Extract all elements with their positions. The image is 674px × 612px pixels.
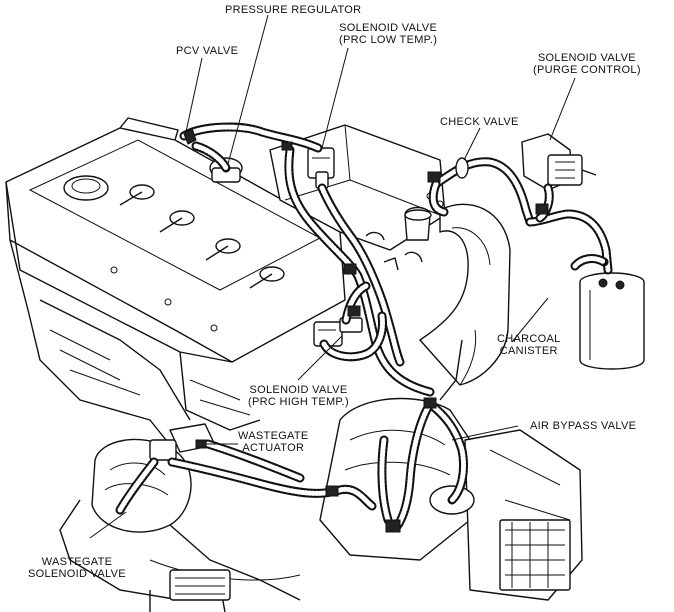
- charcoal-canister-shape: [579, 272, 645, 370]
- label-air-bypass-valve: AIR BYPASS VALVE: [530, 420, 636, 432]
- label-charcoal-canister-line2: CANISTER: [499, 345, 558, 357]
- valve-cover: [5, 117, 346, 363]
- label-pcv-valve-text: PCV VALVE: [176, 45, 239, 57]
- label-solenoid-prc-high: SOLENOID VALVE (PRC HIGH TEMP.): [248, 384, 349, 408]
- label-wastegate-actuator-line1: WASTEGATE: [238, 430, 309, 442]
- label-wastegate-actuator: WASTEGATE ACTUATOR: [238, 430, 309, 454]
- label-solenoid-prc-low-line1: SOLENOID VALVE: [339, 22, 438, 34]
- label-check-valve: CHECK VALVE: [440, 116, 519, 128]
- label-check-valve-text: CHECK VALVE: [440, 116, 519, 128]
- label-solenoid-prc-low: SOLENOID VALVE (PRC LOW TEMP.): [339, 22, 437, 46]
- purge-solenoid-shape: [521, 133, 597, 191]
- label-pressure-regulator-text: PRESSURE REGULATOR: [225, 4, 362, 16]
- label-wastegate-solenoid-line2: SOLENOID VALVE: [28, 568, 126, 580]
- leader-lines: [89, 14, 576, 539]
- label-solenoid-prc-low-line2: (PRC LOW TEMP.): [339, 34, 438, 46]
- label-charcoal-canister: CHARCOAL CANISTER: [497, 333, 561, 357]
- label-charcoal-canister-line1: CHARCOAL: [497, 333, 561, 345]
- label-air-bypass-valve-text: AIR BYPASS VALVE: [530, 420, 637, 432]
- label-wastegate-solenoid-line1: WASTEGATE: [41, 556, 113, 568]
- label-pressure-regulator: PRESSURE REGULATOR: [225, 4, 361, 16]
- vacuum-hoses: [115, 122, 613, 533]
- intercooler-assembly: [319, 397, 583, 601]
- label-pcv-valve: PCV VALVE: [176, 45, 238, 57]
- label-wastegate-solenoid: WASTEGATE SOLENOID VALVE: [28, 556, 126, 580]
- label-solenoid-purge-line2: (PURGE CONTROL): [533, 64, 641, 76]
- label-solenoid-purge-line1: SOLENOID VALVE: [537, 52, 636, 64]
- label-solenoid-purge: SOLENOID VALVE (PURGE CONTROL): [533, 52, 641, 76]
- hose-fittings: [183, 127, 549, 533]
- label-solenoid-prc-high-line1: SOLENOID VALVE: [249, 384, 348, 396]
- prc-low-solenoid-shape: [307, 147, 335, 189]
- label-solenoid-prc-high-line2: (PRC HIGH TEMP.): [248, 396, 349, 408]
- intake-duct: [419, 203, 511, 386]
- label-wastegate-actuator-line2: ACTUATOR: [242, 442, 305, 454]
